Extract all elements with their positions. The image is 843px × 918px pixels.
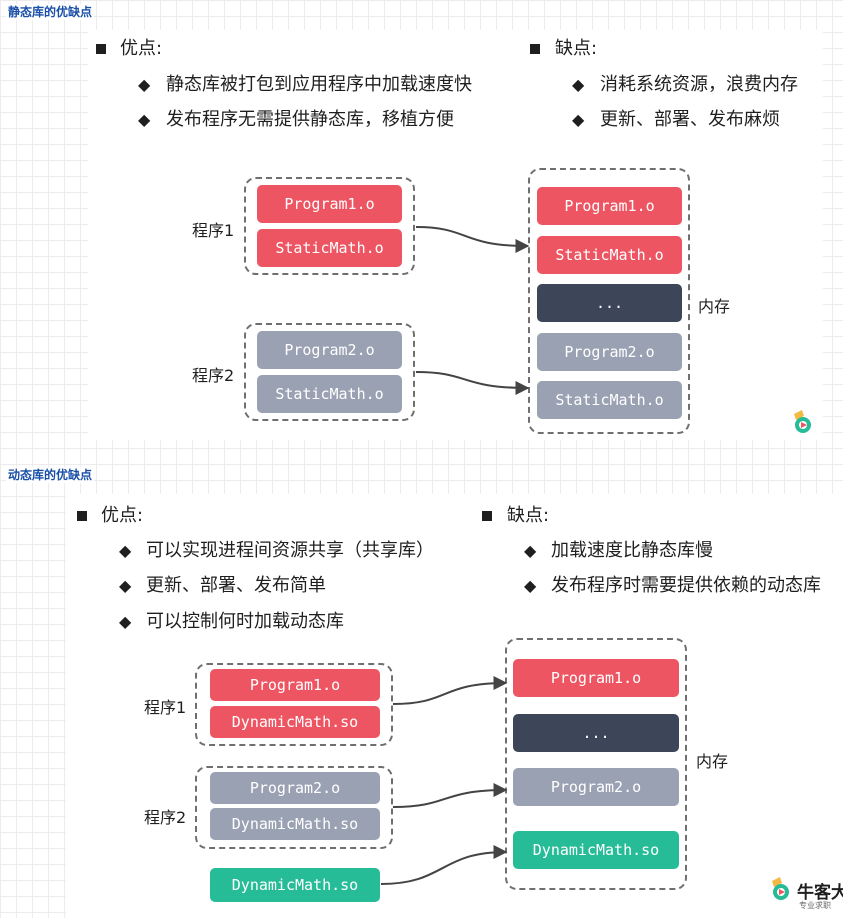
dynamic-program1-label: 程序1 [144, 698, 187, 717]
dynamic-con-item: 加载速度比静态库慢 [551, 540, 713, 561]
watermark-tagline: 专业求职 [799, 901, 831, 910]
bullet-square [77, 511, 87, 521]
memory-ellipsis-block: ... [513, 714, 679, 752]
dynamic-memory-group [505, 638, 687, 890]
dynamic-program2-group [195, 766, 393, 849]
watermark-brand: 牛客大 [797, 883, 843, 903]
arrow-static-program1-to-memory [415, 226, 530, 253]
static-staticmath-object: StaticMath.o [257, 375, 402, 413]
static-memory-label: 内存 [698, 297, 731, 316]
bullet-diamond: ◆ [138, 75, 151, 94]
bullet-diamond: ◆ [119, 541, 132, 560]
memory-program1-object: Program1.o [513, 659, 679, 697]
bullet-diamond: ◆ [119, 576, 132, 595]
dynamic-pro-item: 可以控制何时加载动态库 [146, 611, 344, 632]
arrow-dynamic-program2-to-memory [392, 783, 508, 808]
static-section-heading: 静态库的优缺点 [6, 4, 95, 20]
static-program2-group [244, 323, 415, 421]
memory-staticmath-object: StaticMath.o [537, 381, 682, 419]
static-staticmath-object: StaticMath.o [257, 229, 402, 267]
static-program1-group [244, 177, 415, 275]
static-program2-label: 程序2 [192, 366, 235, 385]
dynamic-pro-item: 可以实现进程间资源共享（共享库） [146, 540, 434, 561]
dynamic-program1-object: Program1.o [210, 669, 380, 701]
bullet-diamond: ◆ [524, 576, 537, 595]
dynamic-cons-title: 缺点: [507, 505, 550, 526]
memory-staticmath-object: StaticMath.o [537, 236, 682, 274]
dynamic-program2-object: Program2.o [210, 772, 380, 804]
arrow-static-program2-to-memory [415, 371, 530, 395]
memory-ellipsis-block: ... [537, 284, 682, 322]
dynamic-pro-item: 更新、部署、发布简单 [146, 575, 326, 596]
bullet-diamond: ◆ [119, 612, 132, 631]
bullet-diamond: ◆ [572, 110, 585, 129]
static-pros-title: 优点: [120, 38, 163, 59]
static-con-item: 更新、部署、发布麻烦 [600, 109, 780, 130]
dynamic-dynamicmath-object: DynamicMath.so [210, 808, 380, 840]
static-slide [88, 30, 823, 440]
dynamic-con-item: 发布程序时需要提供依赖的动态库 [551, 575, 821, 596]
memory-dynamicmath-object: DynamicMath.so [513, 831, 679, 869]
dynamic-section-heading: 动态库的优缺点 [6, 467, 95, 483]
static-con-item: 消耗系统资源，浪费内存 [600, 74, 798, 95]
static-cons-title: 缺点: [555, 38, 598, 59]
bullet-diamond: ◆ [572, 75, 585, 94]
dynamic-dynamicmath-object: DynamicMath.so [210, 706, 380, 738]
bullet-square [530, 44, 540, 54]
brand-logo-icon [788, 408, 818, 438]
static-program2-object: Program2.o [257, 331, 402, 369]
brand-logo-icon [766, 875, 796, 905]
static-pro-item: 发布程序无需提供静态库，移植方便 [166, 109, 454, 130]
dynamic-pros-title: 优点: [101, 505, 144, 526]
static-memory-group [528, 168, 690, 434]
bullet-diamond: ◆ [138, 110, 151, 129]
memory-program2-object: Program2.o [537, 333, 682, 371]
bullet-square [96, 44, 106, 54]
dynamic-standalone-dynamicmath: DynamicMath.so [210, 868, 380, 902]
memory-program2-object: Program2.o [513, 768, 679, 806]
dynamic-program2-label: 程序2 [144, 808, 187, 827]
arrow-dynamic-program1-to-memory [392, 676, 508, 705]
dynamic-program1-group [195, 663, 393, 746]
static-program1-object: Program1.o [257, 185, 402, 223]
arrow-dynamic-standalone-to-memory [380, 845, 508, 885]
dynamic-memory-label: 内存 [696, 752, 729, 771]
memory-program1-object: Program1.o [537, 187, 682, 225]
bullet-square [482, 511, 492, 521]
static-program1-label: 程序1 [192, 221, 235, 240]
bullet-diamond: ◆ [524, 541, 537, 560]
static-pro-item: 静态库被打包到应用程序中加载速度快 [166, 74, 472, 95]
